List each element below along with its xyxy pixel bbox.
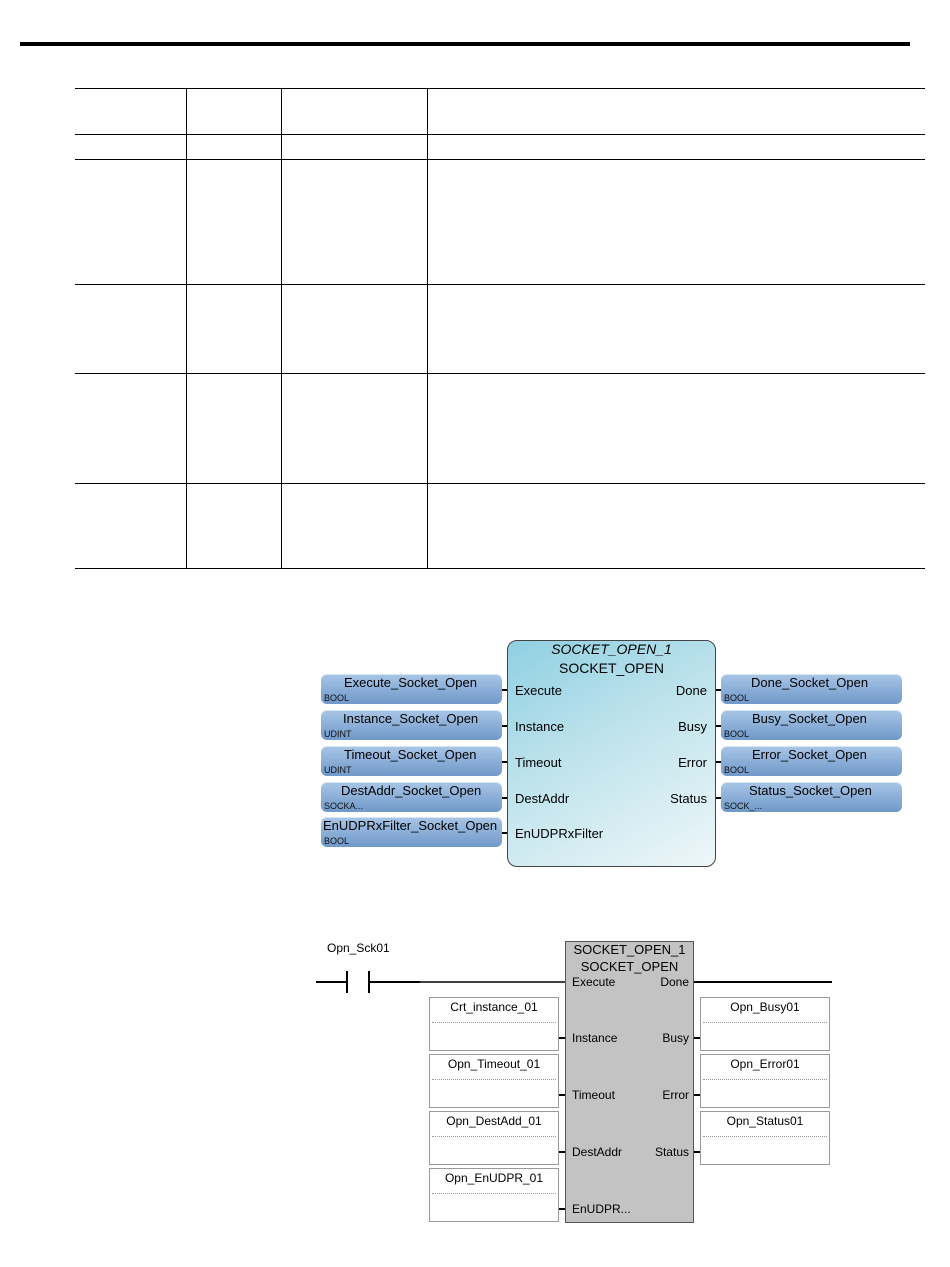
ld-pin-status[interactable]: Status [654, 1145, 689, 1159]
var-name: Instance_Socket_Open [343, 711, 479, 726]
ld-pin-instance[interactable]: Instance [572, 1031, 618, 1045]
table-rule [75, 134, 925, 135]
var-name: Execute_Socket_Open [344, 675, 477, 690]
ld-pin-execute[interactable]: Execute [572, 975, 616, 989]
table-column-rule [281, 88, 282, 569]
var-type: BOOL [724, 693, 750, 703]
table-rule [75, 568, 925, 569]
ld-var-name: Opn_EnUDPR_01 [444, 1171, 544, 1185]
fbd-output-var[interactable]: Error_Socket_Open BOOL [721, 746, 902, 776]
ld-block-type: SOCKET_OPEN [580, 959, 679, 974]
fbd-pin-status[interactable]: Status [670, 791, 707, 806]
var-name: EnUDPRxFilter_Socket_Open [323, 818, 498, 833]
parameter-table [75, 88, 925, 569]
ld-var-name: Crt_instance_01 [450, 1000, 538, 1014]
table-rule [75, 159, 925, 160]
var-type: UDINT [324, 765, 352, 775]
var-type: SOCKA... [324, 801, 364, 811]
ld-var-name: Opn_DestAdd_01 [446, 1114, 542, 1128]
ld-var-separator [703, 1136, 827, 1137]
var-type: BOOL [724, 729, 750, 739]
ld-pin-error[interactable]: Error [662, 1088, 689, 1102]
ld-output-var[interactable]: Opn_Status01 [700, 1111, 830, 1165]
ld-input-var[interactable]: Opn_EnUDPR_01 [429, 1168, 559, 1222]
table-rule [75, 373, 925, 374]
page-top-rule [20, 42, 910, 46]
var-name: Timeout_Socket_Open [344, 747, 477, 762]
fbd-output-var[interactable]: Busy_Socket_Open BOOL [721, 710, 902, 740]
table-rule [75, 483, 925, 484]
fbd-input-var[interactable]: Timeout_Socket_Open UDINT [321, 746, 502, 776]
fbd-pin-instance[interactable]: Instance [515, 719, 565, 734]
table-rule [75, 284, 925, 285]
ld-var-separator [432, 1079, 556, 1080]
var-type: BOOL [324, 836, 350, 846]
ld-var-separator [703, 1022, 827, 1023]
fbd-output-var[interactable]: Status_Socket_Open SOCK_... [721, 782, 902, 812]
ld-var-name: Opn_Busy01 [730, 1000, 800, 1014]
ld-output-var[interactable]: Opn_Busy01 [700, 997, 830, 1051]
ld-var-name: Opn_Error01 [730, 1057, 800, 1071]
fbd-input-var[interactable]: DestAddr_Socket_Open SOCKA... [321, 782, 502, 812]
table-column-rule [186, 88, 187, 569]
fbd-input-var[interactable]: Execute_Socket_Open BOOL [321, 674, 502, 704]
ld-pin-done[interactable]: Done [660, 975, 689, 989]
ld-var-separator [432, 1022, 556, 1023]
fbd-pin-error[interactable]: Error [678, 755, 707, 770]
ld-instance-name: SOCKET_OPEN_1 [573, 942, 686, 957]
ld-input-var[interactable]: Opn_Timeout_01 [429, 1054, 559, 1108]
ld-var-separator [432, 1193, 556, 1194]
var-name: DestAddr_Socket_Open [341, 783, 482, 798]
ld-var-name: Opn_Status01 [726, 1114, 804, 1128]
var-name: Status_Socket_Open [749, 783, 872, 798]
fbd-pin-destaddr[interactable]: DestAddr [515, 791, 570, 806]
var-type: BOOL [324, 693, 350, 703]
fbd-input-var[interactable]: EnUDPRxFilter_Socket_Open BOOL [321, 817, 502, 847]
ld-function-block[interactable]: SOCKET_OPEN_1 SOCKET_OPEN Execute Instan… [565, 941, 694, 1223]
ld-pin-enudpr[interactable]: EnUDPR... [572, 1202, 631, 1216]
ld-pin-destaddr[interactable]: DestAddr [572, 1145, 623, 1159]
fbd-input-var[interactable]: Instance_Socket_Open UDINT [321, 710, 502, 740]
ld-var-name: Opn_Timeout_01 [447, 1057, 541, 1071]
table-column-rule [427, 88, 428, 569]
ld-input-var[interactable]: Opn_DestAdd_01 [429, 1111, 559, 1165]
ld-output-var[interactable]: Opn_Error01 [700, 1054, 830, 1108]
var-name: Busy_Socket_Open [752, 711, 867, 726]
table-rule [75, 88, 925, 89]
var-name: Error_Socket_Open [752, 747, 867, 762]
fbd-block-type: SOCKET_OPEN [558, 660, 665, 676]
var-type: SOCK_... [724, 801, 763, 811]
ld-var-separator [703, 1079, 827, 1080]
fbd-pin-busy[interactable]: Busy [678, 719, 707, 734]
fbd-instance-name: SOCKET_OPEN_1 [551, 641, 672, 657]
var-type: BOOL [724, 765, 750, 775]
ld-contact-name[interactable]: Opn_Sck01 [327, 941, 390, 955]
fbd-function-block[interactable]: SOCKET_OPEN_1 SOCKET_OPEN Execute Instan… [507, 640, 716, 867]
ld-input-var[interactable]: Crt_instance_01 [429, 997, 559, 1051]
fbd-pin-timeout[interactable]: Timeout [515, 755, 562, 770]
ld-var-separator [432, 1136, 556, 1137]
ld-pin-timeout[interactable]: Timeout [572, 1088, 615, 1102]
fbd-pin-execute[interactable]: Execute [515, 683, 562, 698]
fbd-pin-done[interactable]: Done [675, 683, 707, 698]
var-type: UDINT [324, 729, 352, 739]
fbd-pin-enudprxfilter[interactable]: EnUDPRxFilter [515, 826, 604, 841]
ld-pin-busy[interactable]: Busy [662, 1031, 689, 1045]
fbd-output-var[interactable]: Done_Socket_Open BOOL [721, 674, 902, 704]
var-name: Done_Socket_Open [751, 675, 869, 690]
